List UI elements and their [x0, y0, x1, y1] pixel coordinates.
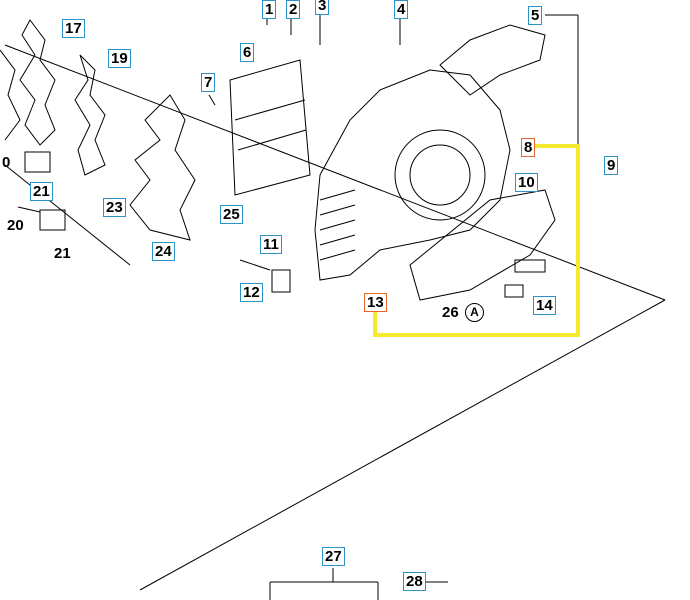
part-label-7: 7: [201, 73, 216, 92]
handle-5-shape: [439, 24, 546, 96]
bolt-14b: [504, 284, 524, 298]
crankcase-body: [314, 69, 511, 281]
part-label-21-lower: 21: [54, 245, 71, 262]
bushing-20: [39, 209, 66, 231]
part-label-19: 19: [108, 49, 131, 68]
frame-line-lower: [139, 299, 666, 591]
part-label-27: 27: [322, 547, 345, 566]
part-label-26: 26: [442, 304, 459, 321]
cover-6-shape: [229, 59, 311, 196]
frame-line-left-bottom: [4, 164, 131, 266]
bolt-20: [17, 206, 41, 213]
part-label-13: 13: [364, 293, 387, 312]
gasket-24-shape: [129, 94, 196, 241]
part-label-25: 25: [220, 205, 243, 224]
part-label-9: 9: [604, 156, 619, 175]
crankcase-bore-inner: [409, 144, 471, 206]
part-label-5: 5: [528, 6, 543, 25]
crankcase-bore-outer: [394, 129, 486, 221]
part-label-11: 11: [260, 235, 282, 254]
part-label-28: 28: [403, 572, 426, 591]
decal-19-shape: [74, 54, 106, 176]
gasket-26-shape: [409, 189, 556, 301]
highlight-path: [373, 144, 580, 337]
part-label-6: 6: [240, 43, 255, 62]
part-label-3: 3: [315, 0, 330, 15]
part-label-21-upper: 21: [30, 182, 53, 201]
part-label-23: 23: [103, 198, 126, 217]
part-label-4: 4: [394, 0, 409, 19]
clip-12: [271, 269, 291, 293]
part-label-20: 20: [7, 217, 24, 234]
part-label-2: 2: [286, 0, 301, 19]
bushing-0: [24, 151, 51, 173]
part-label-17: 17: [62, 19, 85, 38]
decal-17-shape: [19, 19, 56, 146]
screw-7: [208, 94, 216, 106]
decal-left-edge: [0, 49, 21, 141]
bolt-14a: [514, 259, 546, 273]
callout-a: A: [465, 303, 484, 322]
screw-11: [239, 259, 271, 271]
part-label-14: 14: [533, 296, 556, 315]
crankcase-fins: [319, 189, 356, 261]
part-label-12: 12: [240, 283, 263, 302]
part-label-0: 0: [2, 154, 11, 171]
part-label-24: 24: [152, 242, 175, 261]
part-label-10: 10: [515, 173, 538, 192]
part-label-8: 8: [521, 138, 536, 157]
frame-line-top: [4, 44, 666, 301]
part-label-1: 1: [262, 0, 277, 19]
